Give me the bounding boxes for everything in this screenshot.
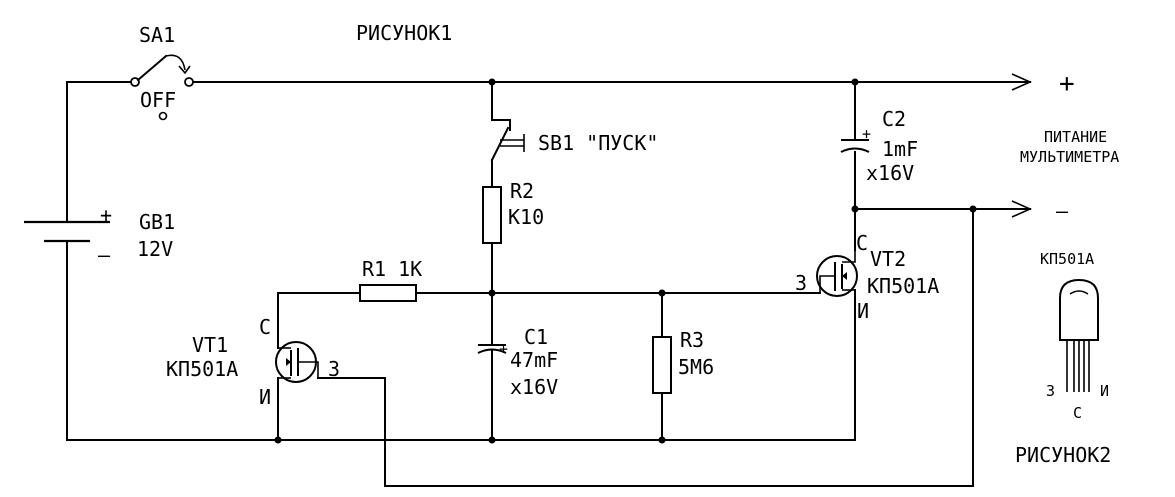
- vt2-drain-label: С: [856, 231, 868, 255]
- sa1-state-label: OFF: [140, 88, 176, 112]
- output-label-line1: ПИТАНИЕ: [1044, 128, 1107, 146]
- sa1-label: SA1: [139, 23, 175, 47]
- c1-label: C1: [524, 325, 548, 349]
- r3-value-label: 5M6: [678, 355, 714, 379]
- r1-label: R1 1K: [362, 257, 422, 281]
- gb1-label: GB1: [139, 210, 175, 234]
- vt1-drain-label: С: [259, 315, 271, 339]
- output-label-line2: МУЛЬТИМЕТРА: [1020, 148, 1119, 166]
- r2-value-label: K10: [508, 205, 544, 229]
- pushbutton-sb1-symbol: [490, 119, 525, 162]
- c2-voltage-label: x16V: [866, 161, 914, 185]
- c2-value-label: 1mF: [882, 137, 918, 161]
- r3-label: R3: [680, 328, 704, 352]
- vt2-source-label: И: [857, 299, 869, 323]
- resistor-r2-symbol: [482, 186, 502, 244]
- battery-gb1-symbol: [24, 220, 110, 243]
- vt1-type-label: КП501А: [166, 357, 238, 381]
- transistor-vt1-symbol: [275, 341, 319, 383]
- c2-plus-sign: +: [862, 125, 871, 143]
- package-pin-center-label: С: [1073, 404, 1082, 422]
- c1-voltage-label: x16V: [510, 375, 558, 399]
- output-minus-arrow: [1011, 200, 1032, 218]
- r2-label: R2: [510, 179, 534, 203]
- sb1-label: SB1 "ПУСК": [538, 131, 658, 155]
- c2-label: C2: [882, 107, 906, 131]
- package-pin-left-label: З: [1046, 382, 1055, 400]
- vt2-label: VT2: [870, 247, 906, 271]
- output-minus-sign: —: [1056, 199, 1069, 223]
- switch-sa1-symbol: [130, 54, 194, 121]
- capacitor-c1-symbol: [477, 344, 507, 373]
- gb1-plus-sign: +: [100, 203, 112, 227]
- gb1-minus-sign: —: [98, 243, 111, 267]
- vt2-gate-label: З: [795, 271, 807, 295]
- package-type-label: КП501А: [1040, 250, 1094, 268]
- figure1-title: РИСУНОК1: [356, 21, 452, 45]
- output-plus-arrow: [1011, 73, 1032, 91]
- output-plus-sign: +: [1059, 69, 1075, 99]
- capacitor-c2-symbol: [840, 139, 870, 153]
- package-pin-right-label: И: [1100, 382, 1109, 400]
- junction-dots: [274, 78, 977, 444]
- resistor-r1-symbol: [359, 284, 417, 302]
- c1-plus-sign: +: [499, 340, 508, 358]
- vt1-gate-label: З: [328, 357, 340, 381]
- resistor-r3-symbol: [652, 336, 672, 394]
- transistor-package-icon: [1059, 278, 1099, 392]
- vt2-type-label: КП501А: [867, 274, 939, 298]
- figure2-title: РИСУНОК2: [1015, 443, 1111, 467]
- gb1-voltage-label: 12V: [137, 237, 173, 261]
- transistor-vt2-symbol: [816, 250, 858, 297]
- vt1-source-label: И: [259, 385, 271, 409]
- c1-value-label: 47mF: [510, 348, 558, 372]
- wires: [66, 81, 1031, 487]
- vt1-label: VT1: [192, 333, 228, 357]
